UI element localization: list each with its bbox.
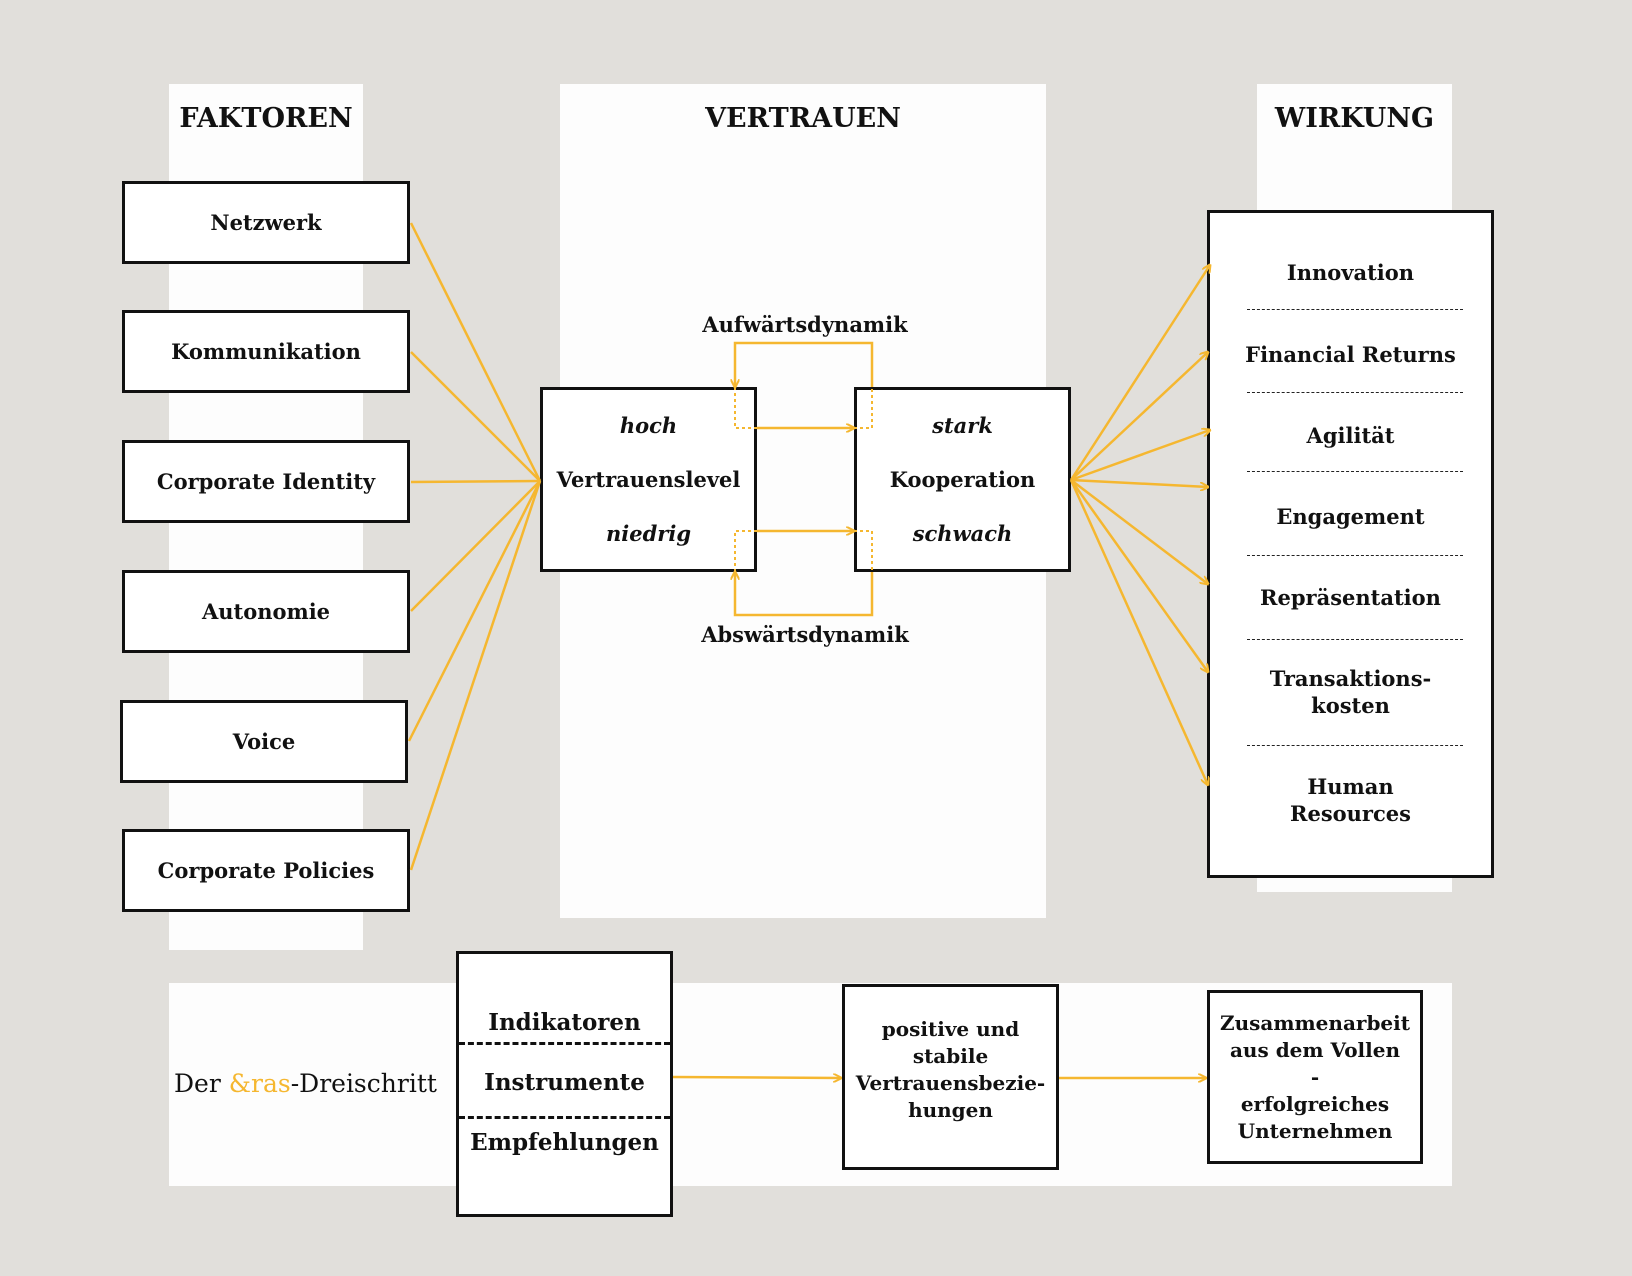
step-indikatoren: Indikatoren — [488, 1009, 641, 1036]
factor-box-voice: Voice — [120, 700, 408, 783]
dreischritt-title: Der &ras-Dreischritt — [174, 1069, 437, 1098]
effects-box: Innovation Financial Returns Agilität En… — [1207, 210, 1494, 878]
factor-label: Autonomie — [201, 599, 331, 624]
trust-title: VERTRAUEN — [705, 103, 901, 134]
factor-box-corporate-policies: Corporate Policies — [122, 829, 410, 912]
dreischritt-suffix: -Dreischritt — [290, 1069, 437, 1098]
factor-box-netzwerk: Netzwerk — [122, 181, 410, 264]
lower-left-dotted-guide — [734, 530, 757, 572]
effect-separator — [1247, 392, 1463, 393]
factor-box-autonomie: Autonomie — [122, 570, 410, 653]
factor-label: Kommunikation — [171, 339, 361, 364]
trust-level-high: hoch — [619, 413, 678, 438]
effect-arrow — [1070, 478, 1208, 487]
effect-financial-returns: Financial Returns — [1245, 342, 1456, 367]
factors-title: FAKTOREN — [179, 103, 353, 134]
steps-to-trust-arrow — [672, 1077, 841, 1078]
factor-label: Voice — [232, 729, 296, 754]
trust-relationship-box: positive und stabile Vertrauensbezie- hu… — [842, 984, 1059, 1170]
effect-arrow — [1069, 479, 1208, 672]
step-instrumente: Instrumente — [484, 1069, 645, 1096]
trust-level-box: hoch Vertrauenslevel niedrig — [540, 387, 757, 572]
effects-title: WIRKUNG — [1274, 103, 1435, 134]
effect-arrow — [1070, 352, 1208, 481]
effect-human-resources: Human Resources — [1290, 774, 1411, 826]
brand-mark: &ras — [228, 1069, 291, 1098]
effect-repraesentation: Repräsentation — [1260, 585, 1441, 610]
effect-arrow — [1069, 265, 1210, 481]
dreischritt-prefix: Der — [174, 1069, 229, 1098]
factor-connector — [409, 480, 542, 871]
effect-separator — [1247, 471, 1463, 472]
effect-separator — [1247, 309, 1463, 310]
factor-box-corporate-identity: Corporate Identity — [122, 440, 410, 523]
effect-engagement: Engagement — [1276, 504, 1425, 529]
downward-dynamic-label: Abswärtsdynamik — [701, 622, 909, 647]
upper-left-dotted-guide — [734, 387, 757, 429]
cooperation-low: schwach — [912, 521, 1013, 546]
lower-right-dotted-guide — [854, 530, 873, 572]
downward-loop-arrow — [735, 572, 874, 617]
factor-label: Corporate Identity — [156, 469, 376, 494]
steps-box: Indikatoren Instrumente Empfehlungen — [456, 951, 673, 1217]
cooperation-high: stark — [932, 413, 993, 438]
factor-box-kommunikation: Kommunikation — [122, 310, 410, 393]
factor-connector — [410, 351, 541, 482]
factor-label: Corporate Policies — [157, 858, 375, 883]
effect-separator — [1247, 555, 1463, 556]
effect-arrow — [1070, 479, 1208, 584]
effect-agilitaet: Agilität — [1306, 423, 1395, 448]
effect-innovation: Innovation — [1286, 260, 1415, 285]
trust-level-label: Vertrauenslevel — [556, 467, 741, 492]
upward-loop-arrow — [735, 341, 874, 387]
effect-arrow — [1069, 479, 1208, 785]
upward-dynamic-label: Aufwärtsdynamik — [702, 312, 908, 337]
trust-relationship-text: positive und stabile Vertrauensbezie- hu… — [855, 1017, 1046, 1122]
upper-right-dotted-guide — [854, 387, 873, 429]
effect-arrow — [1070, 430, 1210, 482]
step-separator — [459, 1116, 670, 1119]
factor-connector — [409, 222, 542, 482]
cooperation-box: stark Kooperation schwach — [854, 387, 1071, 572]
result-box: Zusammenarbeit aus dem Vollen - erfolgre… — [1207, 990, 1423, 1164]
effect-transaktionskosten: Transaktions- kosten — [1269, 666, 1432, 718]
step-empfehlungen: Empfehlungen — [470, 1129, 659, 1156]
factor-connector — [407, 480, 542, 742]
result-text: Zusammenarbeit aus dem Vollen - erfolgre… — [1220, 1010, 1410, 1143]
factor-connector — [410, 480, 541, 612]
factor-connector — [410, 479, 541, 484]
cooperation-label: Kooperation — [889, 467, 1036, 492]
effect-separator — [1247, 639, 1463, 640]
trust-level-low: niedrig — [605, 521, 691, 546]
step-separator — [459, 1042, 670, 1045]
effect-separator — [1247, 745, 1463, 746]
factor-label: Netzwerk — [210, 210, 322, 235]
